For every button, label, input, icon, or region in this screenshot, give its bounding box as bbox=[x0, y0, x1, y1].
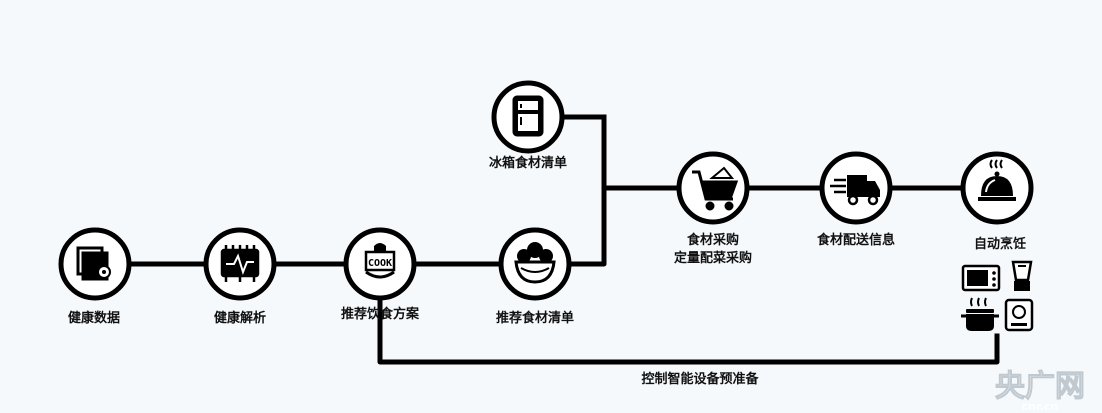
node-health-data bbox=[58, 227, 132, 301]
fridge-icon bbox=[512, 95, 544, 137]
induction-cooker-icon bbox=[1004, 298, 1034, 332]
node-diet-plan: COOK bbox=[343, 227, 417, 301]
label-health-analysis: 健康解析 bbox=[214, 310, 266, 326]
node-fridge-list bbox=[491, 80, 565, 154]
node-health-analysis bbox=[203, 227, 277, 301]
link-control-devices bbox=[377, 297, 1000, 365]
label-health-data: 健康数据 bbox=[68, 310, 120, 326]
cooking-pot-icon bbox=[961, 297, 999, 331]
watermark: 央广网 cnr.cn bbox=[995, 369, 1086, 413]
serving-cloche-icon bbox=[978, 159, 1016, 201]
label-recommend-list: 推荐食材清单 bbox=[496, 310, 574, 326]
delivery-truck-icon bbox=[830, 175, 880, 206]
label-fridge-list: 冰箱食材清单 bbox=[489, 155, 567, 171]
monitor-pulse-icon bbox=[220, 245, 260, 282]
label-diet-plan: 推荐饮食方案 bbox=[341, 306, 420, 322]
node-purchase bbox=[676, 151, 750, 225]
label-purchase-line2: 定量配菜采购 bbox=[673, 250, 752, 266]
database-settings-icon bbox=[76, 246, 111, 281]
node-cooking bbox=[960, 151, 1034, 225]
node-delivery bbox=[819, 151, 893, 225]
microwave-icon bbox=[961, 264, 1001, 292]
label-purchase-line1: 食材采购 bbox=[687, 232, 739, 248]
cook-book-icon: COOK bbox=[364, 243, 396, 279]
label-delivery: 食材配送信息 bbox=[817, 232, 895, 248]
salad-bowl-icon bbox=[514, 242, 556, 284]
shopping-cart-icon bbox=[692, 166, 739, 211]
cook-text: COOK bbox=[368, 258, 392, 269]
node-recommend-list bbox=[498, 227, 572, 301]
watermark-main: 央广网 bbox=[995, 369, 1085, 404]
label-cooking: 自动烹饪 bbox=[974, 236, 1026, 252]
blender-icon bbox=[1011, 260, 1033, 291]
label-control-devices: 控制智能设备预准备 bbox=[641, 371, 759, 387]
smart-devices bbox=[961, 260, 1034, 332]
watermark-sub: cnr.cn bbox=[1022, 400, 1059, 413]
